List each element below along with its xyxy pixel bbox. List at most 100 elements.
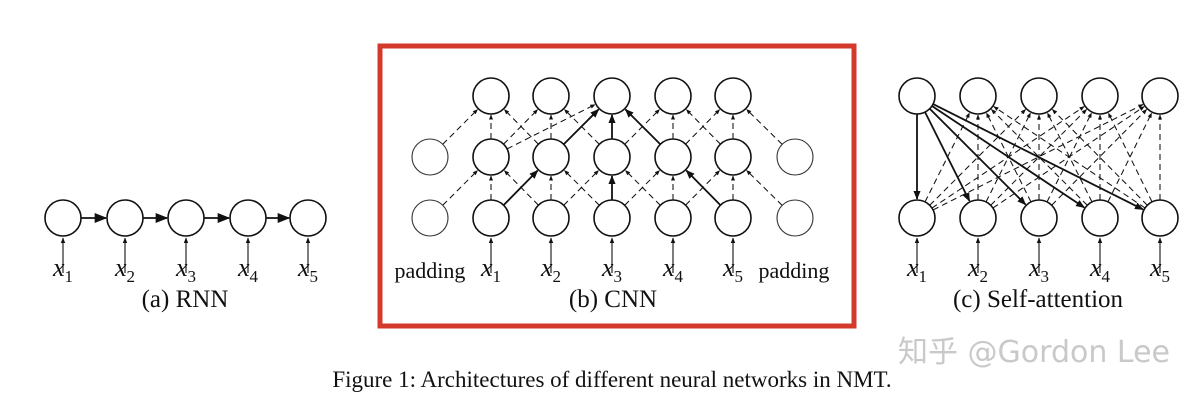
padding-node	[776, 199, 814, 237]
conv-edge	[685, 109, 721, 145]
attention-edge	[1047, 112, 1093, 203]
padding-label-right: padding	[759, 258, 830, 283]
rnn-input-arrows	[60, 237, 311, 273]
figure-caption: Figure 1: Architectures of different neu…	[332, 367, 891, 392]
cnn-input-labels: x1 x2 x3 x4 x5	[480, 253, 743, 286]
cnn-caption: (b) CNN	[569, 286, 657, 313]
highlight-box	[377, 43, 857, 329]
rnn-caption: (a) RNN	[142, 286, 229, 313]
cnn-receptive-field-edges	[502, 108, 722, 206]
rnn-nodes	[44, 199, 327, 237]
rnn-diagram: x1 x2 x3 x4 x5 (a) RNN	[44, 199, 327, 313]
cnn-input-node	[593, 199, 631, 237]
sa-nodes	[898, 77, 1179, 237]
input-label: x4	[237, 253, 259, 286]
sa-output-node	[1020, 77, 1058, 115]
conv-edge	[746, 108, 783, 145]
input-label: x4	[662, 253, 684, 286]
cnn-input-node	[714, 199, 752, 237]
sa-output-node	[1141, 77, 1179, 115]
sa-input-node	[898, 199, 936, 237]
conv-edge	[442, 170, 478, 206]
attention-edge	[929, 108, 1027, 206]
attention-edge	[924, 112, 970, 203]
attention-edge	[1051, 109, 1147, 206]
rnn-node	[289, 199, 327, 237]
attention-edge	[932, 104, 1144, 211]
watermark: 知乎 @Gordon Lee	[898, 335, 1170, 370]
sa-input-arrows	[914, 237, 1163, 273]
cnn-output-node	[654, 77, 692, 115]
input-label: x4	[1089, 253, 1111, 286]
rnn-node	[167, 199, 205, 237]
conv-edge	[624, 170, 660, 206]
input-label: x3	[175, 253, 196, 286]
input-label: x5	[722, 253, 743, 286]
attention-edge	[924, 111, 971, 202]
receptive-edge	[563, 108, 600, 145]
cnn-output-node	[532, 77, 570, 115]
rnn-node	[106, 199, 144, 237]
attention-edge	[932, 103, 1144, 211]
rnn-input-labels: x1 x2 x3 x4 x5	[52, 253, 318, 286]
attention-edge	[1107, 112, 1153, 203]
attention-edge	[990, 109, 1087, 206]
rnn-node	[229, 199, 267, 237]
attention-edge	[1052, 109, 1148, 206]
padding-node	[776, 138, 814, 176]
conv-edge	[442, 109, 478, 145]
input-label: x3	[1028, 253, 1049, 286]
cnn-hidden-node	[472, 138, 510, 176]
input-label: x1	[52, 253, 73, 286]
attention-edge	[993, 106, 1146, 209]
cnn-hidden-node	[654, 138, 692, 176]
conv-edge	[563, 170, 599, 206]
input-label: x1	[906, 253, 927, 286]
attention-edge	[929, 109, 1026, 206]
sa-input-node	[1020, 199, 1058, 237]
sa-input-node	[959, 199, 997, 237]
cnn-input-arrows	[488, 237, 736, 273]
input-label: x1	[480, 253, 501, 286]
input-label: x2	[540, 253, 561, 286]
padding-node	[411, 199, 449, 237]
attention-edge	[1046, 112, 1092, 203]
cnn-hidden-node	[532, 138, 570, 176]
input-label: x5	[1149, 253, 1170, 286]
cnn-hidden-node	[714, 138, 752, 176]
sa-input-labels: x1 x2 x3 x4 x5	[906, 253, 1170, 286]
self-attention-caption: (c) Self-attention	[953, 286, 1124, 313]
sa-attention-edges	[913, 103, 1144, 211]
sa-input-node	[1141, 199, 1179, 237]
receptive-edge	[685, 169, 722, 206]
sa-output-node	[1081, 77, 1119, 115]
attention-edge	[1107, 112, 1153, 203]
input-label: x3	[601, 253, 622, 286]
padding-node	[411, 138, 449, 176]
attention-edge	[931, 105, 1085, 209]
attention-edge	[991, 109, 1088, 206]
attention-edge	[986, 112, 1032, 203]
attention-edge	[985, 112, 1031, 203]
input-label: x2	[967, 253, 988, 286]
cnn-output-node	[714, 77, 752, 115]
conv-edge	[506, 104, 596, 150]
input-label: x2	[114, 253, 135, 286]
cnn-input-node	[472, 199, 510, 237]
cnn-output-node	[593, 77, 631, 115]
padding-label-left: padding	[395, 258, 466, 283]
receptive-edge	[502, 169, 539, 206]
sa-output-node	[959, 77, 997, 115]
sa-input-node	[1081, 199, 1119, 237]
self-attention-diagram: x1 x2 x3 x4 x5 (c) Self-attention	[898, 77, 1179, 313]
rnn-node	[44, 199, 82, 237]
cnn-output-node	[472, 77, 510, 115]
input-label: x5	[297, 253, 318, 286]
cnn-input-node	[532, 199, 570, 237]
cnn-hidden-node	[593, 138, 631, 176]
receptive-edge	[624, 108, 661, 145]
sa-dashed-edges	[924, 104, 1163, 211]
conv-edge	[503, 109, 539, 145]
cnn-diagram: x1 x2 x3 x4 x5 padding padding (b) CNN	[377, 43, 857, 329]
